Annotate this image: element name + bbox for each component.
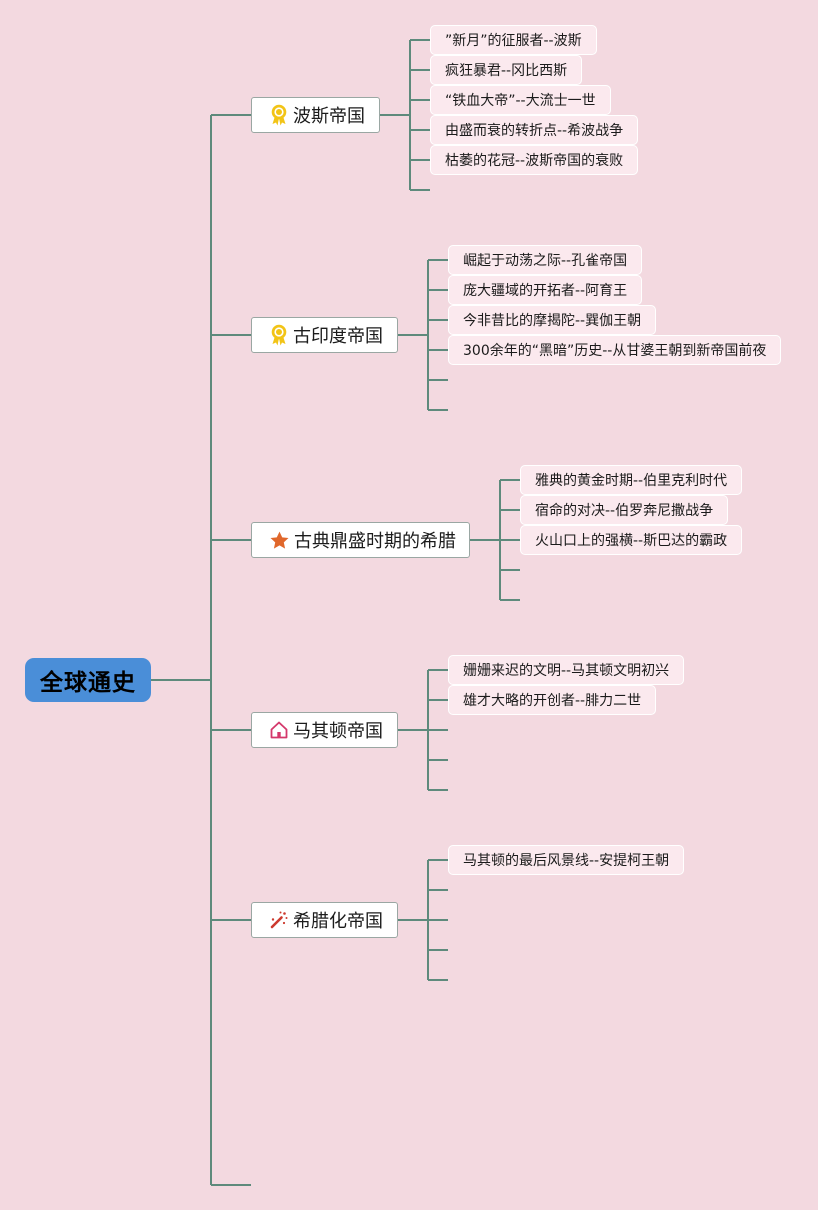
topic-label: 古印度帝国 [293,326,383,347]
leaf-node[interactable]: 崛起于动荡之际--孔雀帝国 [448,245,643,275]
topic-node-macedonian-empire[interactable]: 马其顿帝国 [251,712,398,748]
leaf-label: 雄才大略的开创者--腓力二世 [463,693,642,709]
leaf-label: “铁血大帝”--大流士一世 [445,93,596,109]
leaf-node[interactable]: 雄才大略的开创者--腓力二世 [448,685,657,715]
leaf-node[interactable]: 雅典的黄金时期--伯里克利时代 [520,465,743,495]
medal-icon [269,104,289,126]
topic-node-ancient-india[interactable]: 古印度帝国 [251,317,398,353]
topic-label: 马其顿帝国 [293,721,383,742]
leaf-label: 姗姗来迟的文明--马其顿文明初兴 [463,663,670,679]
leaf-node[interactable]: 今非昔比的摩揭陀--巽伽王朝 [448,305,657,335]
magic-wand-icon [269,909,289,931]
leaf-label: 庞大疆域的开拓者--阿育王 [463,283,628,299]
leaf-node[interactable]: 火山口上的强横--斯巴达的霸政 [520,525,743,555]
root-label: 全球通史 [40,670,136,696]
leaf-label: 雅典的黄金时期--伯里克利时代 [535,473,728,489]
topic-node-persian-empire[interactable]: 波斯帝国 [251,97,380,133]
topic-label: 古典鼎盛时期的希腊 [294,531,456,552]
house-icon [269,719,289,741]
leaf-label: 今非昔比的摩揭陀--巽伽王朝 [463,313,642,329]
leaf-node[interactable]: “铁血大帝”--大流士一世 [430,85,611,115]
leaf-label: 火山口上的强横--斯巴达的霸政 [535,533,728,549]
leaf-label: ”新月”的征服者--波斯 [445,33,582,49]
medal-icon [269,324,289,346]
topic-node-hellenistic-empire[interactable]: 希腊化帝国 [251,902,398,938]
leaf-label: 由盛而衰的转折点--希波战争 [445,123,624,139]
leaf-label: 宿命的对决--伯罗奔尼撒战争 [535,503,714,519]
leaf-node[interactable]: 由盛而衰的转折点--希波战争 [430,115,639,145]
leaf-label: 马其顿的最后风景线--安提柯王朝 [463,853,670,869]
leaf-node[interactable]: 300余年的“黑暗”历史--从甘婆王朝到新帝国前夜 [448,335,782,365]
leaf-label: 枯萎的花冠--波斯帝国的衰败 [445,153,624,169]
leaf-node[interactable]: ”新月”的征服者--波斯 [430,25,597,55]
star-icon [269,529,290,551]
topic-label: 希腊化帝国 [293,911,383,932]
leaf-node[interactable]: 枯萎的花冠--波斯帝国的衰败 [430,145,639,175]
leaf-label: 疯狂暴君--冈比西斯 [445,63,568,79]
leaf-label: 崛起于动荡之际--孔雀帝国 [463,253,628,269]
topic-label: 波斯帝国 [293,106,365,127]
leaf-node[interactable]: 庞大疆域的开拓者--阿育王 [448,275,643,305]
leaf-node[interactable]: 宿命的对决--伯罗奔尼撒战争 [520,495,729,525]
leaf-node[interactable]: 马其顿的最后风景线--安提柯王朝 [448,845,685,875]
root-node[interactable]: 全球通史 [25,658,151,702]
topic-node-classical-greece[interactable]: 古典鼎盛时期的希腊 [251,522,470,558]
leaf-label: 300余年的“黑暗”历史--从甘婆王朝到新帝国前夜 [463,343,767,359]
leaf-node[interactable]: 疯狂暴君--冈比西斯 [430,55,583,85]
leaf-node[interactable]: 姗姗来迟的文明--马其顿文明初兴 [448,655,685,685]
